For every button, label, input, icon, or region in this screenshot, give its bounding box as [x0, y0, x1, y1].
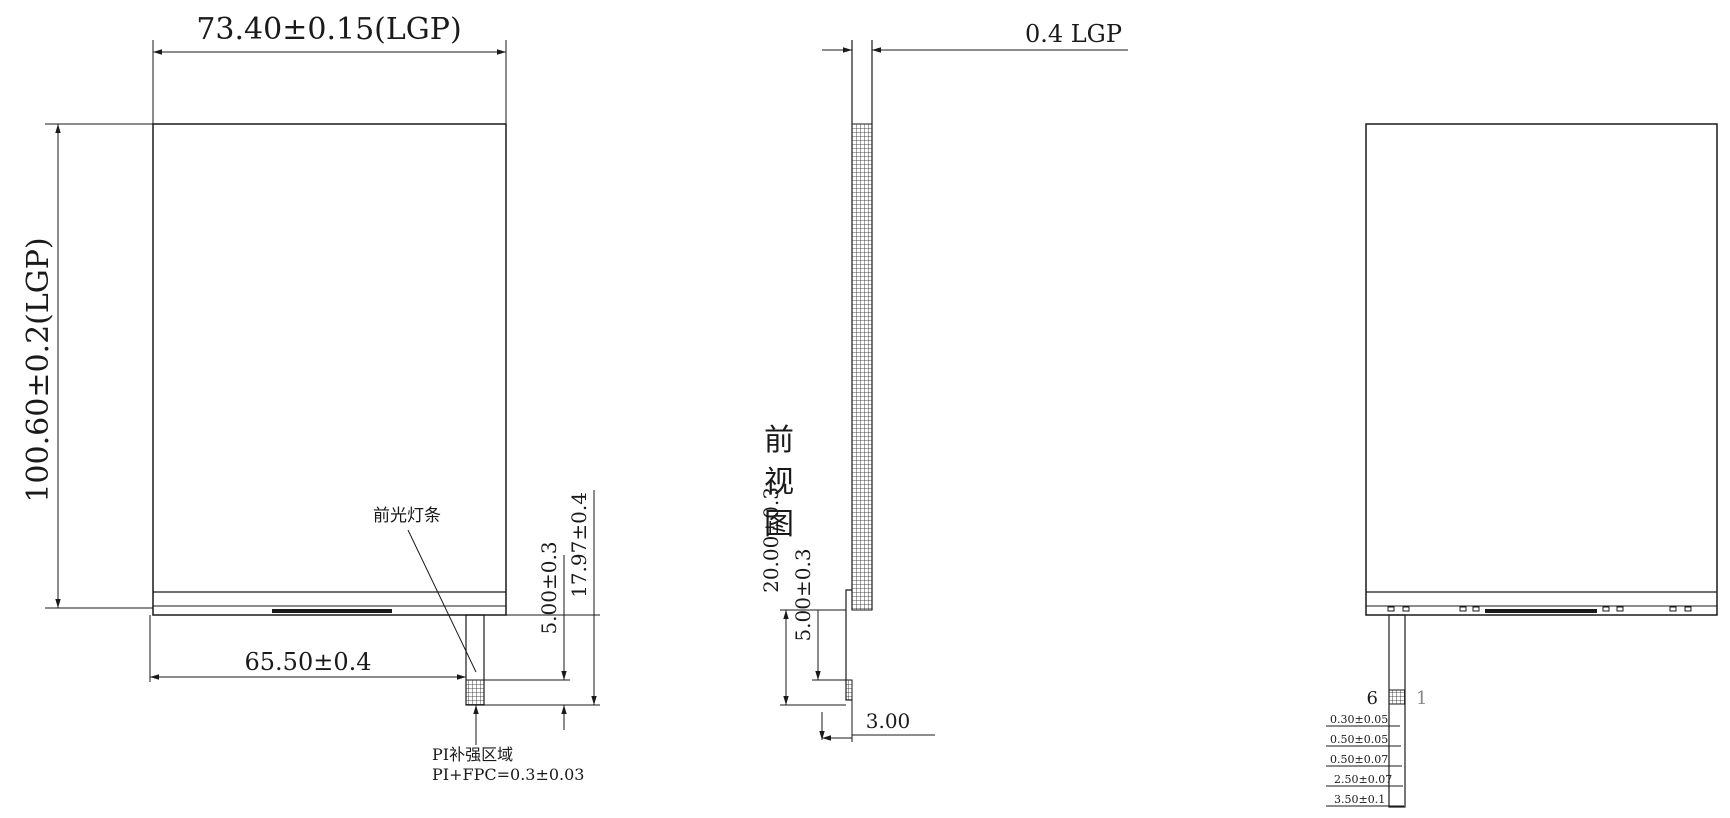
label-pi-area: PI补强区域 — [432, 745, 513, 764]
dim-height-text: 100.60±0.2(LGP) — [21, 237, 56, 502]
pin-left-label: 6 — [1367, 688, 1378, 709]
lgp-outline — [152, 123, 507, 616]
dim-fpc-total-text: 20.00±0.3 — [759, 487, 783, 593]
dim-fpc-segment-text: 5.00±0.3 — [791, 548, 815, 641]
back-outline — [1365, 123, 1718, 616]
dim-fpc-offset-text: 65.50±0.4 — [245, 648, 372, 676]
title-char-3: 图 — [764, 507, 794, 542]
led-strip — [272, 609, 392, 613]
dim-fpc-length-text: 5.00±0.3 — [537, 541, 561, 634]
leader-light-bar — [407, 529, 477, 673]
side-lgp-hatch — [851, 123, 873, 611]
pin-right-label: 1 — [1416, 688, 1427, 709]
dim-total-length-text: 17.97±0.4 — [567, 492, 591, 598]
label-pi-thickness: PI+FPC=0.3±0.03 — [432, 765, 584, 784]
side-view-title: 前 视 图 — [764, 423, 804, 542]
back-fpc-tail — [1388, 614, 1406, 808]
pi-stiffener — [465, 679, 485, 706]
back-pads — [1387, 606, 1692, 612]
back-view: 6 1 0.30±0.05 0.50±0.05 0.50±0.07 2.50±0.07… — [1326, 123, 1718, 808]
label-light-bar: 前光灯条 — [373, 506, 441, 526]
back-dim-text: 2.50±0.07 — [1334, 773, 1392, 786]
title-char-2: 视 — [764, 465, 794, 500]
dim-width-text: 73.40±0.15(LGP) — [196, 12, 461, 47]
back-dim-text: 0.50±0.07 — [1330, 753, 1388, 766]
back-dim-text: 0.30±0.05 — [1330, 713, 1388, 726]
dim-bottom-text: 3.00 — [866, 709, 911, 733]
dim-thickness-text: 0.4 LGP — [1025, 20, 1122, 48]
back-dim-text: 3.50±0.1 — [1334, 793, 1385, 806]
front-view: 73.40±0.15(LGP) 100.60±0.2(LGP) 65.50±0.… — [21, 12, 600, 784]
side-view: 0.4 LGP 20.00±0.3 5.00±0.3 3.00 前 视 图 — [759, 20, 1128, 742]
connector-pins — [1388, 689, 1406, 705]
back-dim-text: 0.50±0.05 — [1330, 733, 1388, 746]
back-dims: 0.30±0.05 0.50±0.05 0.50±0.07 2.50±0.07 3.50… — [1326, 713, 1404, 807]
title-char-1: 前 — [764, 423, 794, 458]
back-led-strip — [1485, 609, 1597, 613]
